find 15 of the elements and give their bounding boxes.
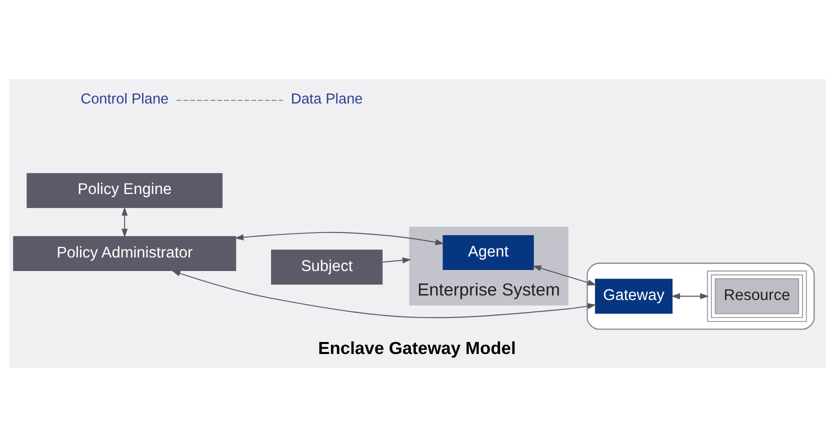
arrow bbox=[532, 265, 596, 286]
node-box: Policy Administrator bbox=[13, 236, 236, 272]
diagram-title: Enclave Gateway Model bbox=[318, 338, 516, 358]
arrow bbox=[172, 270, 596, 318]
node-box: Agent bbox=[442, 235, 534, 270]
node-box: Resource bbox=[706, 270, 807, 322]
arrow bbox=[671, 293, 709, 300]
node-box: Policy Engine bbox=[26, 173, 223, 208]
arrow bbox=[382, 257, 412, 264]
node-box: Gateway bbox=[594, 278, 673, 314]
label: Data Plane bbox=[290, 92, 363, 108]
arrow bbox=[234, 232, 444, 246]
label: Control Plane bbox=[80, 92, 169, 108]
arrow bbox=[122, 206, 128, 238]
node-box: Subject bbox=[271, 250, 383, 285]
